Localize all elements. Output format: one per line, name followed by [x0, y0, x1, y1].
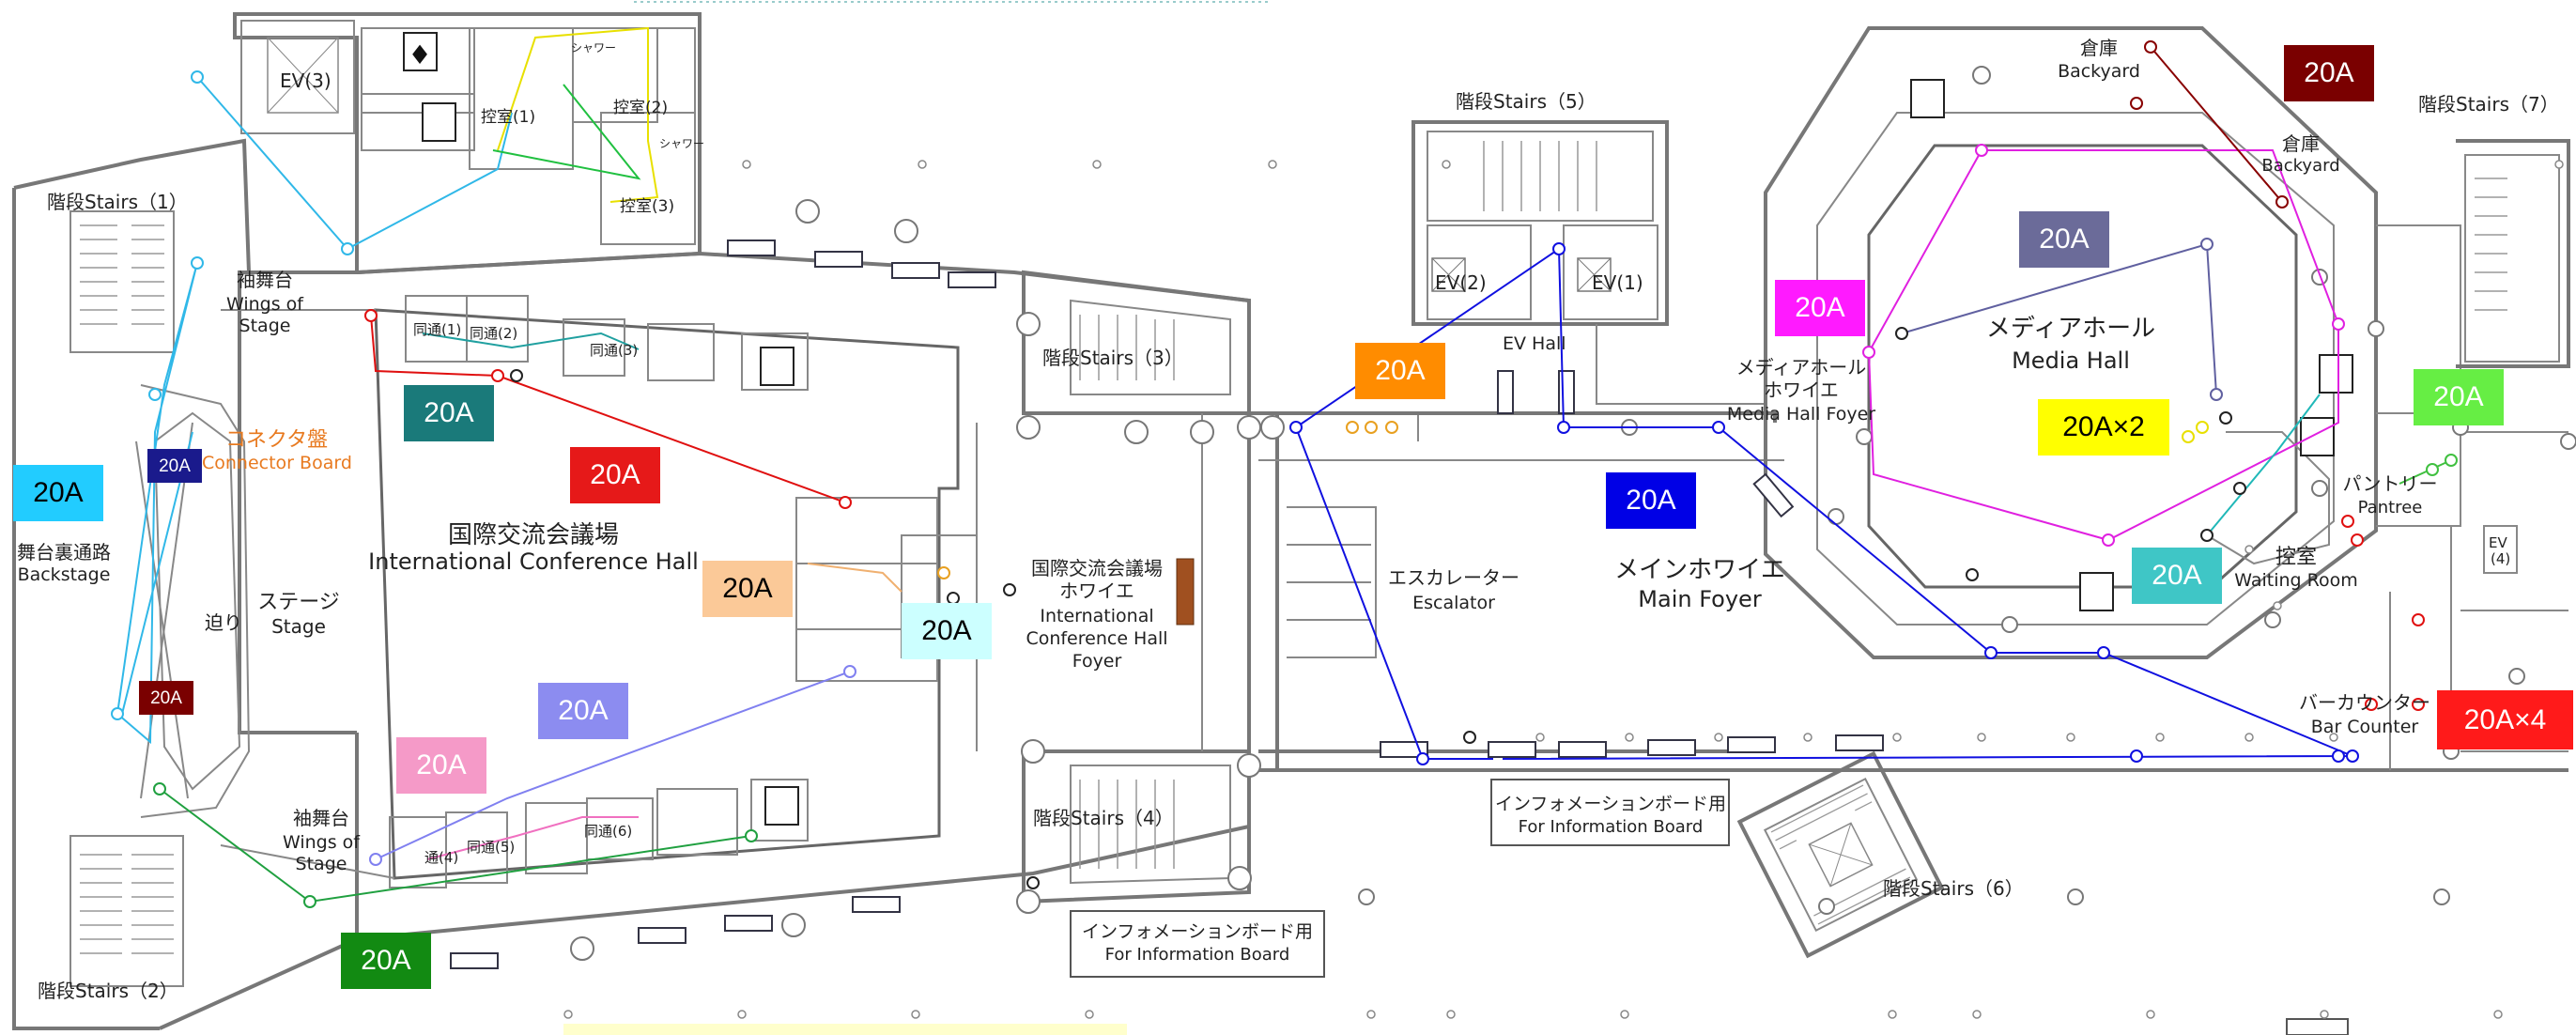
- backstage-ja: 舞台裏通路: [17, 541, 111, 564]
- structural-columns: [570, 66, 2576, 961]
- pantry-en: Pantree: [2358, 498, 2423, 518]
- floor-vents: [450, 239, 1884, 969]
- hikae-1-label: 控室(1): [481, 108, 535, 127]
- ev3-label: EV(3): [280, 70, 332, 92]
- wings-bot-ja: 袖舞台: [293, 807, 349, 829]
- power-tag-pantry: 20A: [2414, 369, 2504, 425]
- wings-top-en2: Stage: [239, 316, 291, 336]
- media-foyer-en: Media Hall Foyer: [1727, 404, 1875, 425]
- ev4-label: EV: [2489, 534, 2507, 551]
- connector-board-ja: コネクタ盤: [225, 428, 328, 452]
- power-tag-booths-bottom: 20A: [396, 737, 486, 794]
- backyard-1-ja: 倉庫: [2080, 37, 2118, 59]
- shower-1-label: シャワー: [571, 41, 616, 54]
- info-board-1-ja: インフォメーションボード用: [1495, 794, 1726, 814]
- ev2-label: EV(2): [1435, 271, 1487, 294]
- stairs-3-label: 階段Stairs（3）: [1042, 347, 1183, 369]
- toilet-icons: ♦: [403, 32, 2353, 826]
- booth-3-label: 同通(3): [590, 342, 638, 359]
- waiting-room-ja: 控室: [2275, 546, 2317, 569]
- power-tag-connector-board: 20A: [147, 449, 202, 483]
- power-tag-hall-lobby: 20A: [902, 603, 992, 659]
- backyard-2-ja: 倉庫: [2282, 132, 2320, 155]
- media-hall-ja: メディアホール: [1986, 315, 2155, 343]
- power-tag-stage-lift: 20A: [139, 681, 193, 715]
- power-tag-backyard: 20A: [2284, 45, 2374, 101]
- power-tag-hall-entrance: 20A: [702, 561, 793, 617]
- hall-ja: 国際交流会議場: [448, 521, 619, 549]
- hikae-3-label: 控室(3): [620, 197, 674, 216]
- shower-2-label: シャワー: [659, 137, 704, 150]
- power-tag-hall-red: 20A: [570, 447, 660, 503]
- hall-en: International Conference Hall: [368, 548, 699, 575]
- wings-top-en1: Wings of: [226, 294, 304, 315]
- stairs-5-label: 階段Stairs（5）: [1456, 90, 1597, 113]
- backyard-1-en: Backyard: [2058, 61, 2140, 82]
- stairs-1-label: 階段Stairs（1）: [47, 191, 188, 213]
- power-tag-ev-hall: 20A: [1355, 343, 1445, 399]
- booth-4-label: 通(4): [424, 849, 458, 866]
- media-hall-en: Media Hall: [2012, 348, 2130, 374]
- power-tag-waiting-room: 20A: [2132, 548, 2222, 604]
- power-tag-media-hall-x2: 20A×2: [2038, 399, 2169, 456]
- booth-5-label: 同通(5): [467, 839, 515, 856]
- power-tag-booths-top: 20A: [404, 385, 494, 441]
- foyer-ja2: ホワイエ: [1059, 579, 1134, 602]
- seri-label: 迫り: [205, 611, 242, 634]
- hikae-2-label: 控室(2): [613, 99, 668, 117]
- foyer-ja1: 国際交流会議場: [1031, 557, 1163, 579]
- power-tag-bar-counter: 20A×4: [2437, 690, 2573, 749]
- booth-6-label: 同通(6): [584, 823, 632, 840]
- stairs-2-label: 階段Stairs（2）: [38, 980, 178, 1002]
- foyer-en2: Conference Hall: [1026, 628, 1167, 649]
- info-board-1-en: For Information Board: [1519, 817, 1704, 837]
- stage-en: Stage: [271, 615, 326, 638]
- escalator-en: Escalator: [1412, 593, 1495, 613]
- media-foyer-ja2: ホワイエ: [1764, 378, 1839, 401]
- power-tag-media-hall: 20A: [2019, 211, 2109, 268]
- ev1-label: EV(1): [1592, 271, 1643, 294]
- foyer-en1: International: [1040, 606, 1153, 626]
- booth-2-label: 同通(2): [470, 325, 517, 342]
- ev-hall-label: EV Hall: [1503, 333, 1566, 354]
- main-foyer-en: Main Foyer: [1638, 586, 1762, 612]
- booth-1-label: 同通(1): [413, 321, 461, 338]
- power-tag-wings-bottom: 20A: [341, 933, 431, 989]
- wings-bot-en2: Stage: [296, 854, 347, 874]
- outlet-markers: [111, 40, 2458, 908]
- power-tag-media-foyer: 20A: [1775, 280, 1865, 336]
- info-board-2-ja: インフォメーションボード用: [1082, 921, 1313, 942]
- pantry-ja: パントリー: [2343, 472, 2438, 495]
- grid-dots: [563, 160, 2564, 1019]
- info-board-frames: [1070, 779, 1730, 978]
- stairs-4-label: 階段Stairs（4）: [1033, 807, 1174, 829]
- connector-board-en: Connector Board: [202, 453, 352, 473]
- waiting-room-en: Waiting Room: [2234, 570, 2357, 591]
- power-tag-hall-lavender: 20A: [538, 683, 628, 739]
- bar-counter-ja: バーカウンター: [2299, 691, 2430, 714]
- svg-text:♦: ♦: [408, 39, 431, 70]
- stairs-6-label: 階段Stairs（6）: [1883, 877, 2024, 900]
- media-foyer-ja1: メディアホール: [1736, 356, 1867, 378]
- stage-ja: ステージ: [257, 591, 340, 614]
- wings-top-ja: 袖舞台: [237, 269, 293, 291]
- foyer-en3: Foyer: [1072, 651, 1122, 672]
- building-walls: [12, 1, 2570, 1035]
- main-foyer-ja: メインホワイエ: [1614, 556, 1785, 584]
- escalator-ja: エスカレーター: [1388, 566, 1519, 589]
- wings-bot-en1: Wings of: [283, 832, 361, 853]
- power-tag-backstage: 20A: [13, 465, 103, 521]
- bar-counter-en: Bar Counter: [2311, 717, 2419, 737]
- info-board-2-en: For Information Board: [1105, 945, 1290, 965]
- stairs-7-label: 階段Stairs（7）: [2418, 93, 2559, 116]
- ev4-label-num: (4): [2491, 550, 2510, 567]
- backstage-en: Backstage: [18, 564, 111, 585]
- backyard-2-en: Backyard: [2261, 156, 2339, 176]
- power-tag-main-foyer: 20A: [1606, 472, 1696, 529]
